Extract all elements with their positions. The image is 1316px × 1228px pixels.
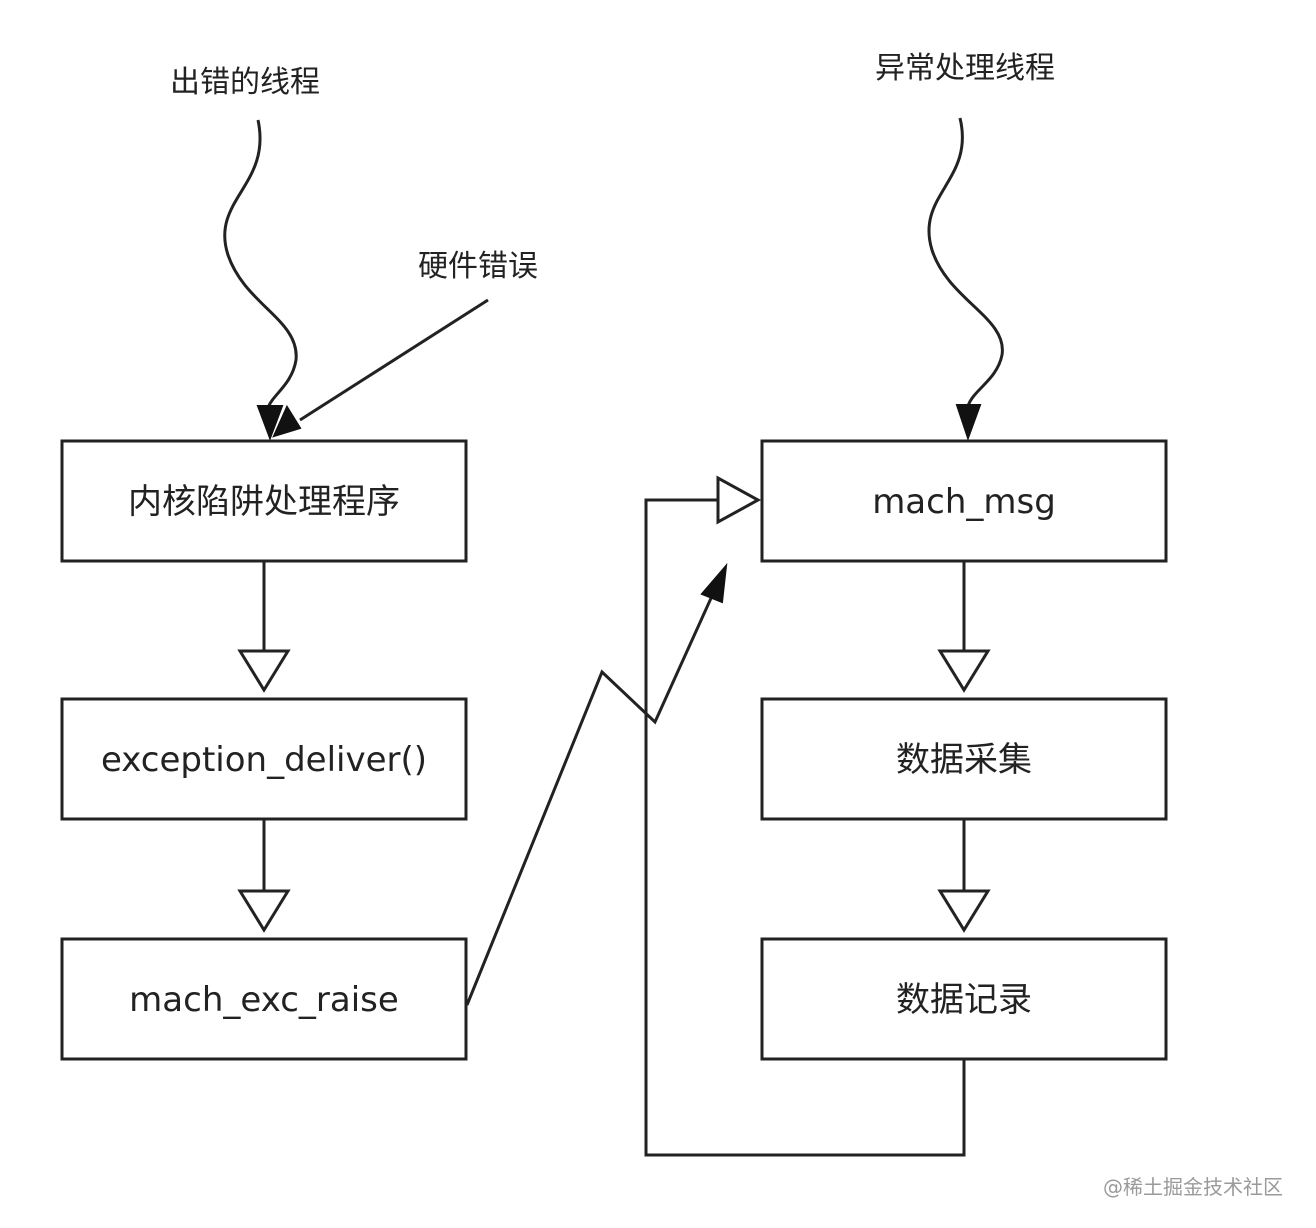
edge-msg-to-collect-arrowhead (937, 649, 991, 693)
handler-thread-wave (927, 117, 1004, 407)
node-mach-exc-raise-label: mach_exc_raise (129, 980, 399, 1020)
faulting-thread-arrowhead (256, 405, 284, 441)
node-mach-exc-raise: mach_exc_raise (60, 937, 468, 1061)
node-exception-deliver: exception_deliver() (60, 697, 468, 821)
edge-raise-to-msg-arrowhead (700, 562, 728, 604)
handler-thread-arrowhead (955, 404, 982, 442)
hardware-error-line (299, 298, 489, 422)
edge-collect-to-record-arrowhead (937, 889, 991, 933)
node-mach-msg-label: mach_msg (872, 482, 1056, 522)
faulting-thread-label: 出错的线程 (170, 65, 320, 100)
node-exception-deliver-label: exception_deliver() (101, 740, 427, 780)
node-data-record: 数据记录 (760, 937, 1168, 1061)
node-kernel-trap: 内核陷阱处理程序 (60, 439, 468, 563)
watermark-text: @稀土掘金技术社区 (1103, 1175, 1283, 1199)
edge-record-loop-back (644, 498, 966, 1157)
edge-deliver-to-raise-arrowhead (237, 889, 291, 933)
node-kernel-trap-label: 内核陷阱处理程序 (128, 482, 400, 522)
node-data-collect-label: 数据采集 (896, 740, 1032, 780)
node-data-record-label: 数据记录 (896, 980, 1032, 1020)
hardware-error-label: 硬件错误 (418, 249, 538, 284)
node-mach-msg: mach_msg (760, 439, 1168, 563)
hardware-error-arrowhead (272, 404, 302, 438)
edge-record-loop-back-arrowhead (716, 475, 762, 525)
faulting-thread-wave (223, 119, 298, 409)
node-data-collect: 数据采集 (760, 697, 1168, 821)
edge-kernel-to-deliver-arrowhead (237, 649, 291, 693)
handler-thread-label: 异常处理线程 (875, 51, 1055, 86)
edge-raise-to-msg-zigzag (465, 595, 714, 1006)
